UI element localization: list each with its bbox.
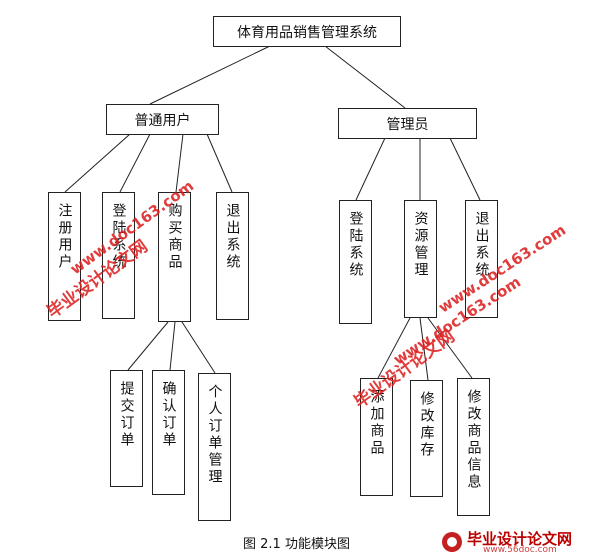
module-label: 购买商品 xyxy=(166,203,183,271)
figure-caption: 图 2.1 功能模块图 xyxy=(243,537,350,552)
resource-sub-add: 添加商品 xyxy=(360,378,393,496)
user-module-logout: 退出系统 xyxy=(216,192,249,320)
module-label: 资源管理 xyxy=(412,211,429,279)
user-module-login: 登陆系统 xyxy=(102,192,135,319)
admin-box: 管理员 xyxy=(338,108,477,139)
resource-sub-info: 修改商品信息 xyxy=(457,378,490,516)
user-module-register: 注册用户 xyxy=(48,192,81,321)
module-label: 注册用户 xyxy=(56,203,73,271)
module-label: 登陆系统 xyxy=(347,211,364,279)
logo-text: 毕业设计论文网 xyxy=(467,530,573,548)
sub-label: 确认订单 xyxy=(160,381,177,449)
sub-label: 修改商品信息 xyxy=(465,389,482,491)
purchase-sub-submit: 提交订单 xyxy=(110,370,143,487)
admin-module-resource: 资源管理 xyxy=(404,200,437,318)
module-label: 退出系统 xyxy=(473,211,490,279)
resource-sub-stock: 修改库存 xyxy=(410,380,443,497)
site-logo: 毕业设计论文网 www.56doc.com xyxy=(439,528,589,556)
user-label: 普通用户 xyxy=(134,112,191,129)
logo-mark-icon xyxy=(442,532,462,552)
sub-label: 修改库存 xyxy=(418,391,435,459)
module-label: 退出系统 xyxy=(224,203,241,271)
user-box: 普通用户 xyxy=(106,104,219,135)
purchase-sub-orders: 个人订单管理 xyxy=(198,373,231,521)
admin-module-logout: 退出系统 xyxy=(465,200,498,318)
root-box: 体育用品销售管理系统 xyxy=(213,16,401,47)
admin-module-login: 登陆系统 xyxy=(339,200,372,324)
sub-label: 添加商品 xyxy=(368,389,385,457)
admin-label: 管理员 xyxy=(386,116,429,133)
sub-label: 个人订单管理 xyxy=(206,384,223,486)
module-label: 登陆系统 xyxy=(110,203,127,271)
logo-url: www.56doc.com xyxy=(483,545,557,555)
user-module-purchase: 购买商品 xyxy=(158,192,191,322)
sub-label: 提交订单 xyxy=(118,381,135,449)
root-label: 体育用品销售管理系统 xyxy=(237,24,377,41)
purchase-sub-confirm: 确认订单 xyxy=(152,370,185,495)
